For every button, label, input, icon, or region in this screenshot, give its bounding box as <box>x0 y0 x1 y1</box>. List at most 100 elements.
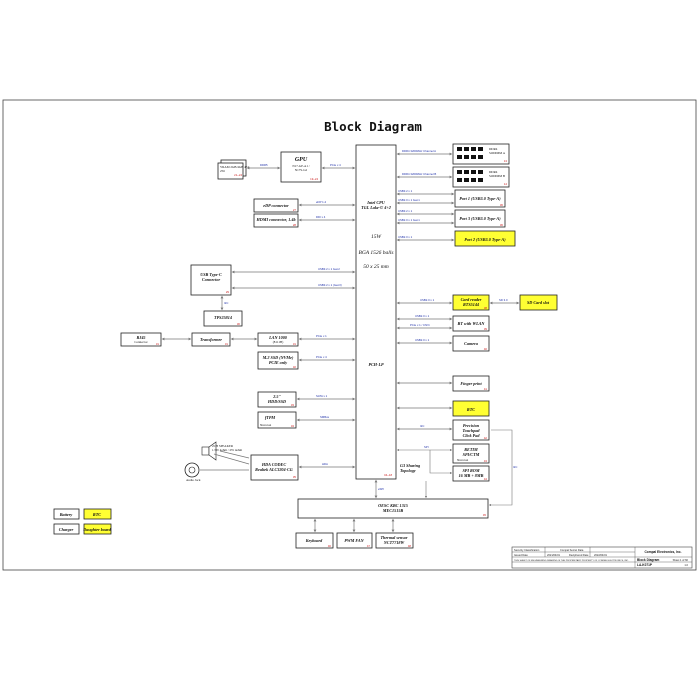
vram-page: 21~24 <box>234 173 242 177</box>
port1-block[interactable]: Port 1 (USB3.0 Type-A) 36 <box>454 189 506 208</box>
legend-charger-label: Charger <box>59 527 74 532</box>
hdmi-block[interactable]: HDMI connector, 1.4b 28 <box>253 213 299 228</box>
gpu-name: GPU <box>295 157 308 163</box>
cpu-page: 04~18 <box>384 473 392 477</box>
tb-legal: THIS SHEET OF ENGINEERING DRAWING IS THE… <box>514 559 629 562</box>
tp-line1: Precision <box>463 423 480 428</box>
camera-page: 40 <box>484 347 488 351</box>
ec-line2: MEC1515B <box>382 508 404 513</box>
port3-block[interactable]: Port 3 (USB3.0 Type-A) 36 <box>454 209 506 228</box>
dimm-a-line1: DDR4 <box>489 147 498 151</box>
ec-bus: eSPI <box>378 487 384 491</box>
dimm-b-page: 14 <box>504 182 508 186</box>
card-line1: Card reader <box>461 297 482 302</box>
tps-bus: I2C <box>224 301 228 305</box>
port2-block[interactable]: Port 2 (USB3.0 Type-A) <box>454 230 516 247</box>
ssd-line1: M.2 SSD (NVMe) <box>262 355 294 360</box>
legend-daughter-label: Daughter board <box>82 527 111 532</box>
port2-label: Port 2 (USB3.0 Type-A) <box>464 237 506 242</box>
retim-page: 43 <box>484 459 488 463</box>
vram-bus: DDR5 <box>260 163 268 167</box>
tb-company: Compal Electronics, Inc. <box>644 550 681 554</box>
edp-block[interactable]: eDP connector 27 <box>253 198 299 213</box>
tpm-block[interactable]: fTPM Nuvoton 34 <box>257 411 297 429</box>
lan-block[interactable]: LAN 1000 (8111H) 31 <box>257 332 299 347</box>
dimm-a-block[interactable]: DDR4 SODIMM A 13 <box>452 143 510 165</box>
ec-block[interactable]: OESC KBC 1315 MEC1515B 45 <box>297 498 489 519</box>
sd-slot-block[interactable]: SD Card slot <box>519 294 558 311</box>
bt-wlan-block[interactable]: BT with WLAN 39 <box>452 315 490 332</box>
lan-bus: PCIe x 1 <box>316 334 327 338</box>
tp-bus: I2C <box>420 424 424 428</box>
speaker-label1: 2CH SPEAKER <box>212 444 234 448</box>
fingerprint-block[interactable]: Finger print 41 <box>452 375 490 392</box>
ec-line1: OESC KBC 1315 <box>378 503 408 508</box>
audio-codec-block[interactable]: HDA CODEC Realtek ALC3204-CG 35 <box>250 454 299 481</box>
tpm-bus: SMBus <box>320 415 330 419</box>
card-line2: RTS5144 <box>463 302 479 307</box>
retim-block[interactable]: RETIM SPI/CTM Nuvoton 43 <box>452 443 490 464</box>
vram-line2: 256 <box>220 169 225 173</box>
ssd-bus: PCIe x 4 <box>316 355 327 359</box>
audio-page: 35 <box>293 475 297 479</box>
audio-line2: Realtek ALC3204-CG <box>255 467 293 472</box>
gpu-bus: PCIe x 4 <box>330 163 341 167</box>
hdd-block[interactable]: 2.5" HDD/SSD 33 <box>257 391 297 408</box>
gpu-sub1: N17-GP-A1 / <box>292 164 309 168</box>
cpu-block[interactable]: Intel CPU TGL Lake-U 4+2 15W BGA 1526 ba… <box>355 144 397 480</box>
usbc-block[interactable]: USB Type-C Connector 29 <box>190 264 232 296</box>
bt-bus1: USB2.0 x 1 <box>415 314 430 318</box>
tb-date2: 2022/04/01 <box>594 553 608 557</box>
hdd-page: 33 <box>291 403 295 407</box>
dimm-a-page: 13 <box>504 159 508 163</box>
tb-model: LA-K071P <box>637 563 653 567</box>
legend-rtc-label: RTC <box>93 512 101 517</box>
cpu-sub: TGL Lake-U 4+2 <box>361 205 391 210</box>
port1-bus1: USB3.2 x 1 <box>398 189 413 193</box>
rtc-right-block[interactable]: RTC <box>452 400 490 417</box>
tb-sheet: Sheet 1 of 60 <box>673 558 689 562</box>
thermal-page: 48 <box>408 544 412 548</box>
pch-label: PCH-LP <box>368 362 384 367</box>
legend-charger[interactable]: Charger <box>53 523 80 535</box>
card-reader-block[interactable]: Card reader RTS5144 38 <box>452 294 490 311</box>
retim-bus: SPI <box>424 445 429 449</box>
keyboard-block[interactable]: Keyboard 46 <box>295 532 334 549</box>
thermal-block[interactable]: Thermal sensor NCT7718W 48 <box>375 532 414 549</box>
dimm-a-line2: SODIMM A <box>489 151 506 155</box>
legend-battery[interactable]: Battery <box>53 508 80 520</box>
ssd-block[interactable]: M.2 SSD (NVMe) PCIE only 32 <box>257 351 299 370</box>
tps-page: 30 <box>237 322 241 326</box>
tpm-line1: fTPM <box>265 415 276 420</box>
tb-rev: 1.0 <box>684 563 688 567</box>
dimm-b-line2: SODIMM B <box>489 174 505 178</box>
vram-block[interactable]: VRAM 2GB/4GB 4*2 256 21~24 <box>217 159 249 180</box>
touchpad-block[interactable]: Precision Touchpad Click Pad 42 <box>452 419 490 441</box>
fp-page: 41 <box>484 387 488 391</box>
legend-daughter-board[interactable]: Daughter board <box>82 523 112 535</box>
tps-block[interactable]: TPS25814 30 <box>203 310 243 327</box>
transformer-block[interactable]: Transformer 31 <box>191 332 231 347</box>
transformer-label: Transformer <box>200 337 222 342</box>
thermal-line1: Thermal sensor <box>380 535 407 540</box>
bt-bus2: PCIe x 1 / CNVi <box>410 323 430 327</box>
legend-rtc[interactable]: RTC <box>83 508 112 520</box>
tpm-line2: Nuvoton <box>260 423 272 427</box>
spi-rom-block[interactable]: SPI ROM 16 MB + 8MB 44 <box>452 465 490 482</box>
tpm-page: 34 <box>291 424 295 428</box>
tps-label: TPS25814 <box>214 315 232 320</box>
rj45-block[interactable]: RJ45 Connector 31 <box>120 332 162 347</box>
sd-bus: SD 3.0 <box>499 298 508 302</box>
edp-label: eDP connector <box>263 203 289 208</box>
dimm-b-block[interactable]: DDR4 SODIMM B 14 <box>452 166 510 188</box>
dimm-a-bus: DDR4 3200MHz Channel A <box>402 149 436 153</box>
usbc-line2: Connector <box>202 277 221 282</box>
bt-page: 39 <box>484 327 488 331</box>
rj45-line2: Connector <box>134 340 148 344</box>
sd-label: SD Card slot <box>527 300 550 305</box>
g3-line1: G3 Sharing <box>400 463 420 468</box>
gpu-block[interactable]: GPU N17-GP-A1 / N17S-G2 19~24 <box>280 151 322 183</box>
camera-block[interactable]: Camera 40 <box>452 335 490 352</box>
transformer-page: 31 <box>225 342 229 346</box>
fan-block[interactable]: PWM FAN 47 <box>336 532 373 549</box>
